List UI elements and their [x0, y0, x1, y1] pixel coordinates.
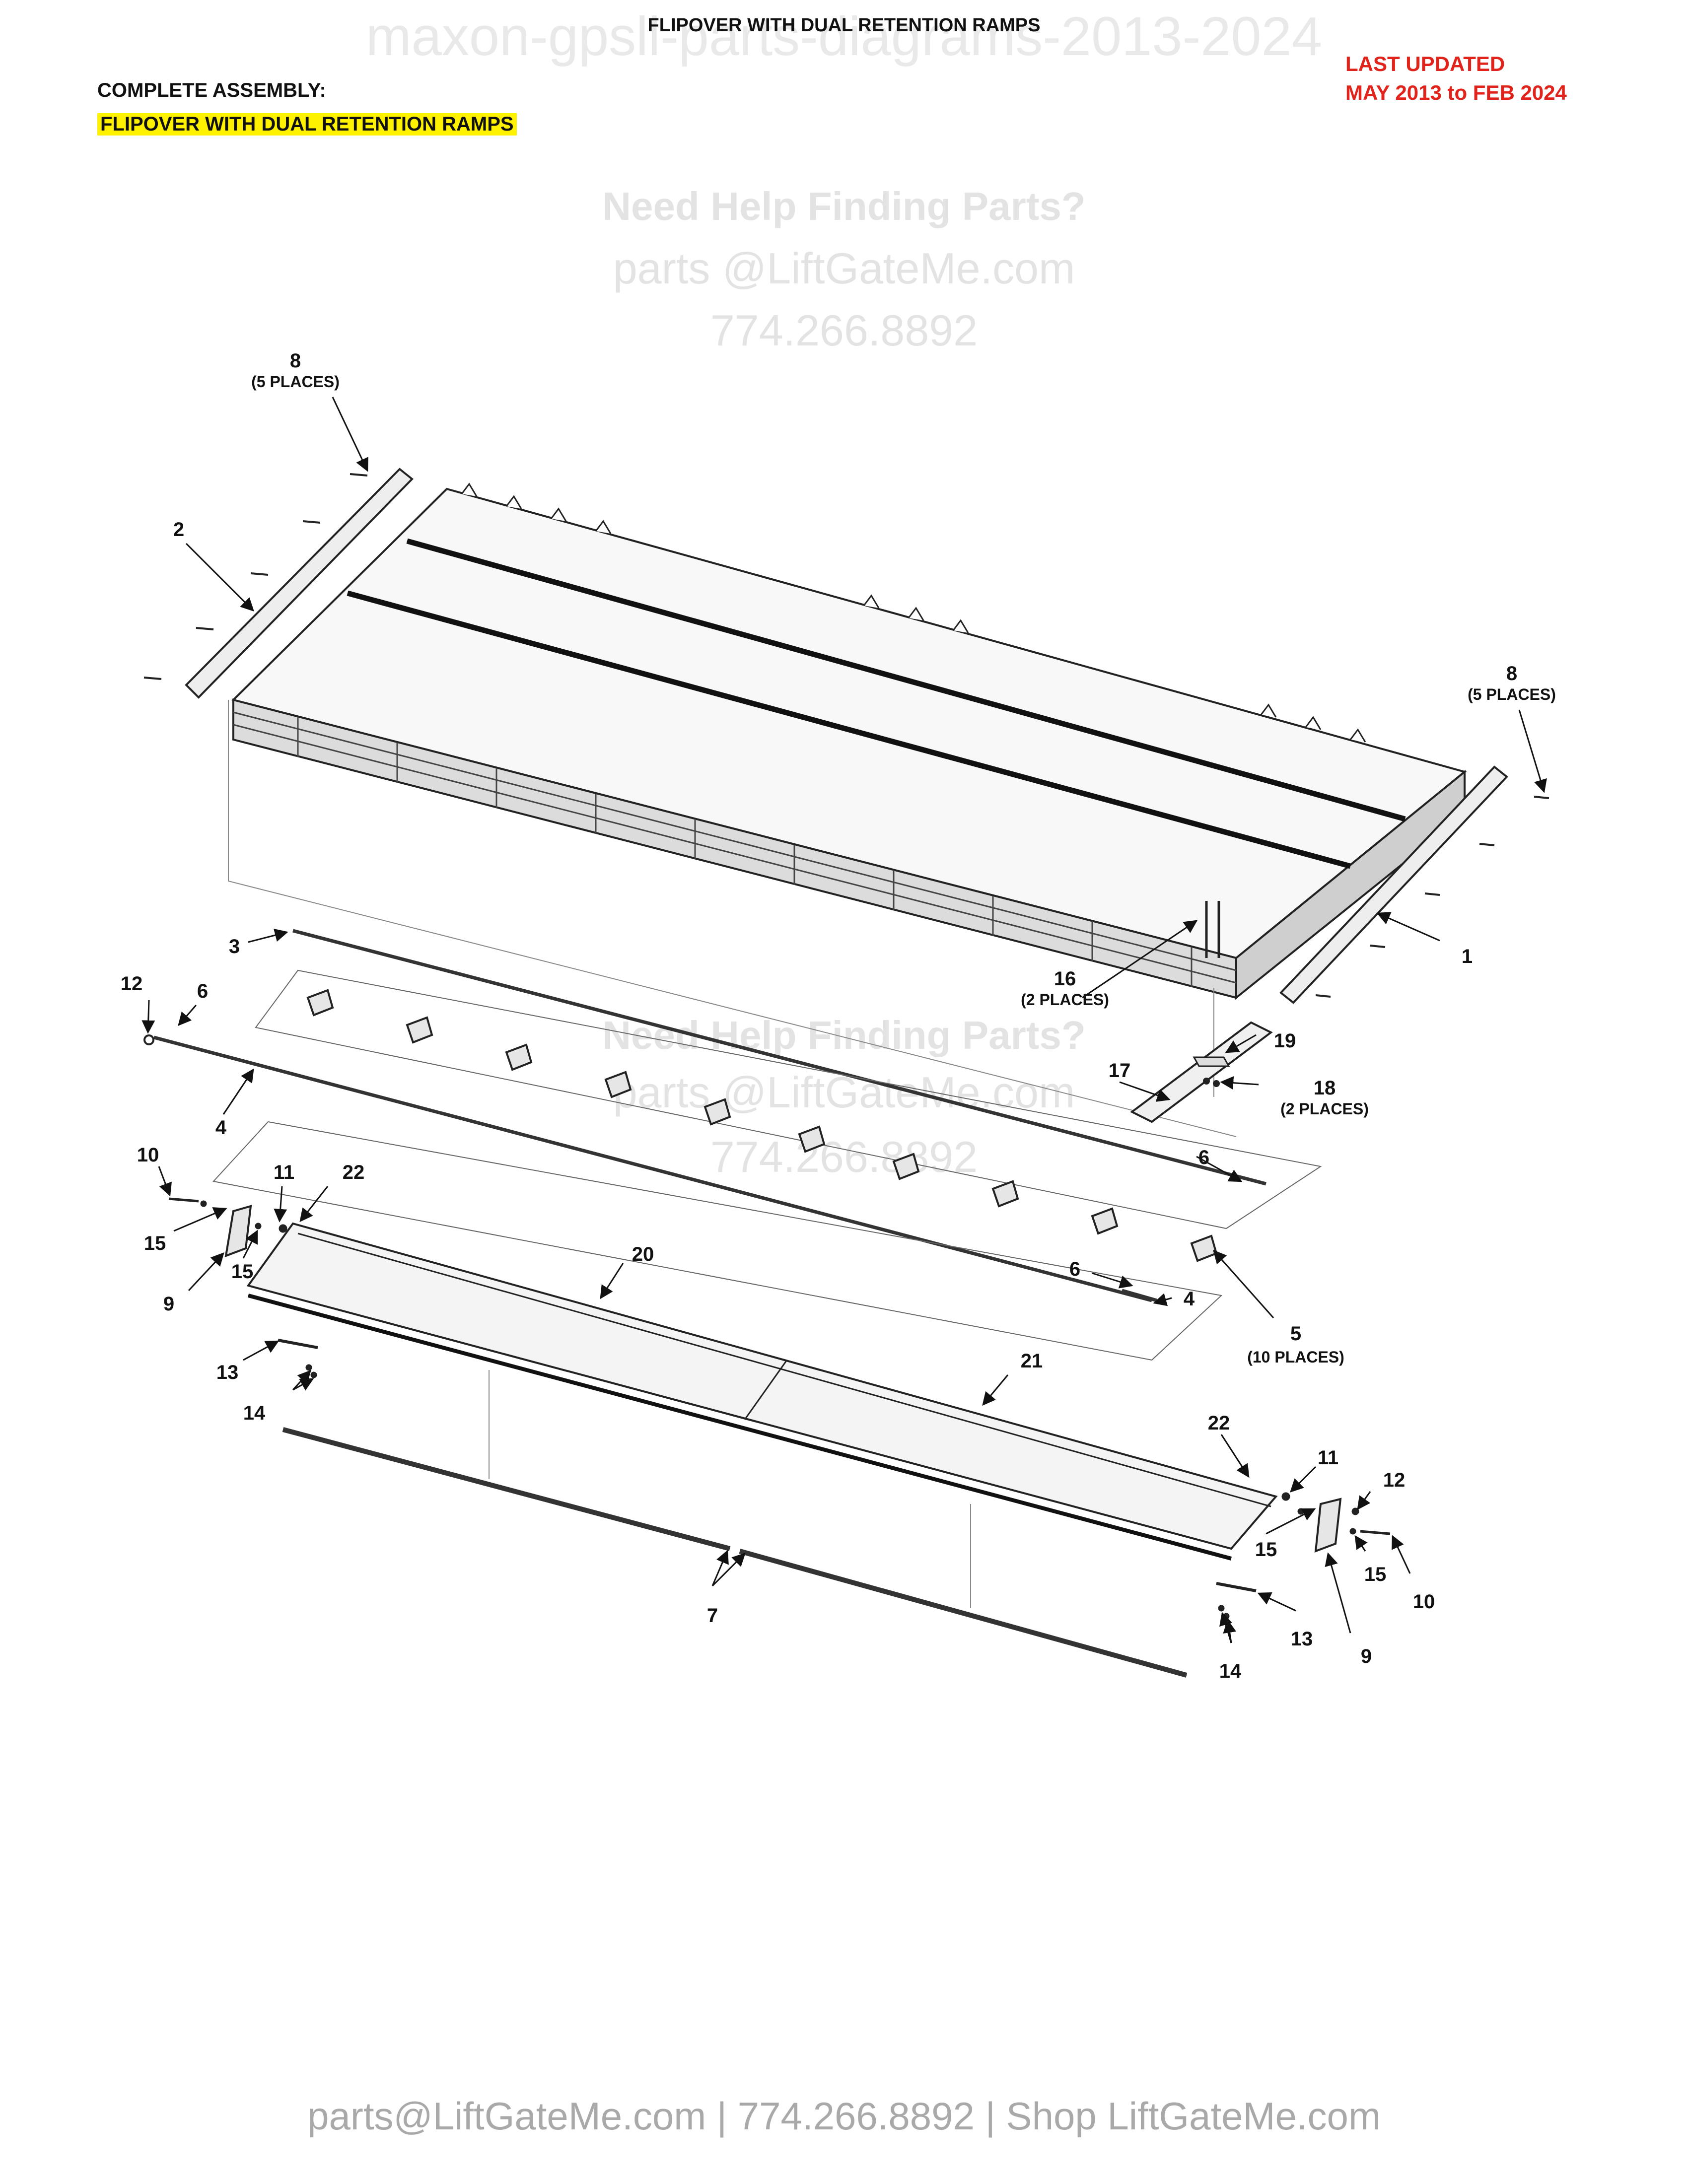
callout-2: 2 — [173, 519, 184, 541]
ramp-guide-frame — [212, 1121, 1223, 1361]
alignment-guide-line — [228, 700, 1237, 1137]
callout-8-right: 8 — [1506, 663, 1517, 684]
callout-9-left: 9 — [163, 1293, 174, 1315]
rod-part-4 — [153, 1035, 1152, 1302]
top-watermark: maxon-gpsll-parts-diagrams-2013-2024 — [366, 6, 1322, 67]
callout-6-top-left: 6 — [197, 980, 208, 1002]
studs-part-16 — [1205, 901, 1220, 958]
callout-15-right-a: 15 — [1255, 1539, 1277, 1561]
last-updated-line2: MAY 2013 to FEB 2024 — [1345, 81, 1567, 104]
hinge-block-guide-frame — [255, 969, 1322, 1229]
callout-19: 19 — [1274, 1030, 1296, 1052]
hinge-arm-right — [1314, 1498, 1342, 1553]
rod-part-3 — [292, 929, 1266, 1186]
callout-22-left: 22 — [343, 1161, 365, 1183]
last-updated-line1: LAST UPDATED — [1345, 52, 1505, 75]
callout-14-left: 14 — [243, 1402, 266, 1424]
assembly-name-highlight: FLIPOVER WITH DUAL RETENTION RAMPS — [97, 113, 517, 136]
side-plate-left — [185, 468, 414, 699]
callout-1: 1 — [1462, 946, 1473, 967]
bolts-left — [143, 473, 368, 680]
leader-lines — [141, 397, 1547, 1643]
callout-5: 5 — [1290, 1323, 1301, 1345]
callout-18: 18 — [1314, 1077, 1336, 1099]
plate-part-19 — [1193, 1056, 1230, 1067]
callout-6-lower: 6 — [1069, 1258, 1080, 1280]
help-watermark-heading-2: Need Help Finding Parts? — [602, 1013, 1086, 1057]
callout-16: 16 — [1054, 968, 1076, 990]
strip-part-7-left — [282, 1427, 731, 1551]
help-watermark-heading: Need Help Finding Parts? — [602, 184, 1086, 228]
strap-part-17 — [1130, 1021, 1273, 1123]
assembly-label: COMPLETE ASSEMBLY: — [97, 79, 326, 101]
callout-4-right: 4 — [1184, 1288, 1195, 1310]
side-plate-right — [1279, 765, 1508, 1004]
callout-6-right: 6 — [1198, 1147, 1209, 1168]
callout-11-left: 11 — [274, 1161, 294, 1183]
callout-3: 3 — [229, 936, 240, 957]
callout-20: 20 — [632, 1243, 654, 1265]
callout-11-right: 11 — [1318, 1447, 1338, 1469]
rod-part-4-right — [1122, 1289, 1157, 1302]
help-watermark-email: parts @LiftGateMe.com — [613, 244, 1075, 293]
callout-13-right: 13 — [1291, 1628, 1313, 1650]
callout-22-right: 22 — [1208, 1412, 1230, 1434]
callout-18-note: (2 PLACES) — [1280, 1100, 1369, 1118]
callout-5-note: (10 PLACES) — [1247, 1348, 1344, 1366]
callout-8-left: 8 — [290, 350, 301, 372]
callout-15-left-b: 15 — [231, 1261, 254, 1283]
callout-14-right: 14 — [1219, 1660, 1242, 1682]
help-watermark-phone: 774.266.8892 — [710, 306, 978, 355]
callout-15-left-a: 15 — [144, 1232, 166, 1254]
callout-16-note: (2 PLACES) — [1021, 991, 1109, 1009]
callout-7: 7 — [707, 1605, 718, 1627]
bolts-right — [1315, 796, 1549, 998]
callout-15-right-b: 15 — [1364, 1564, 1387, 1585]
retention-ramps — [246, 1222, 1278, 1561]
callout-12-left: 12 — [121, 973, 143, 995]
callout-9-right: 9 — [1361, 1645, 1372, 1667]
callout-10-left: 10 — [137, 1144, 159, 1166]
callout-8-right-note: (5 PLACES) — [1468, 685, 1556, 703]
callout-4-left: 4 — [215, 1117, 227, 1139]
platform-assembly — [231, 482, 1467, 1000]
nut-part-18 — [1203, 1078, 1210, 1085]
page-title: FLIPOVER WITH DUAL RETENTION RAMPS — [647, 15, 1041, 36]
callout-13-left: 13 — [216, 1362, 239, 1383]
footer-contact: parts@LiftGateMe.com | 774.266.8892 | Sh… — [307, 2094, 1381, 2138]
strip-part-7-right — [739, 1549, 1188, 1678]
callout-8-left-note: (5 PLACES) — [251, 373, 340, 391]
hinge-blocks-part-5 — [306, 989, 1218, 1262]
callout-12-right: 12 — [1383, 1469, 1406, 1491]
last-updated: LAST UPDATED MAY 2013 to FEB 2024 — [1345, 50, 1567, 107]
callout-10-right: 10 — [1413, 1591, 1435, 1613]
callout-17: 17 — [1109, 1060, 1131, 1082]
callout-labels: 8 (5 PLACES) 2 8 (5 PLACES) 1 3 12 6 4 1… — [121, 350, 1556, 1682]
hinge-arm-left — [224, 1205, 252, 1258]
nut-part-18-b — [1213, 1080, 1220, 1087]
callout-21: 21 — [1021, 1350, 1043, 1372]
help-watermark-phone-2: 774.266.8892 — [710, 1132, 978, 1181]
